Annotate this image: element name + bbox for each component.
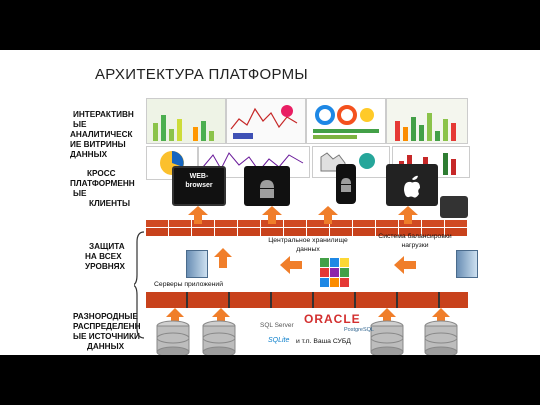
apple-icon	[404, 175, 420, 198]
label-clients: КРОСС ПЛАТФОРМЕНН ЫЕ КЛИЕНТЫ	[70, 169, 135, 209]
arrow-up-icon	[262, 206, 282, 224]
label-line: ДАННЫХ	[87, 342, 125, 351]
web-browser-label: WEB- browser	[180, 172, 218, 190]
label-line: ЗАЩИТА	[89, 242, 125, 251]
arrow-up-icon	[318, 206, 338, 224]
arrow-up-icon	[166, 308, 184, 326]
label-line: ЫЕ	[73, 189, 87, 198]
android-icon	[260, 180, 274, 198]
arrow-up-icon	[432, 308, 450, 326]
dashboard-thumbnail	[146, 98, 226, 144]
arrow-up-icon	[212, 308, 230, 326]
arrow-up-icon	[214, 248, 232, 268]
database-icon	[156, 320, 190, 355]
android-icon	[341, 178, 351, 192]
android-tablet	[244, 166, 290, 206]
dashboard-thumbnail	[226, 98, 306, 144]
arrow-up-icon	[398, 206, 418, 224]
arrow-up-icon	[188, 206, 208, 224]
dashboard-thumbnail	[306, 98, 386, 144]
storage-line: данных	[296, 246, 320, 253]
security-wall-top	[146, 220, 468, 236]
label-line: ИНТЕРАКТИВН	[73, 110, 134, 119]
tablet-device	[440, 196, 468, 218]
web-browser-monitor: WEB- browser	[172, 166, 226, 206]
label-sources: РАЗНОРОДНЫЕ РАСПРЕДЕЛЕНН ЫЕ ИСТОЧНИКИ ДА…	[73, 312, 141, 352]
storage-label: Центральное хранилище данных	[258, 236, 358, 254]
balancer-line: нагрузки	[401, 242, 429, 249]
label-line: ЫЕ ИСТОЧНИКИ	[73, 332, 140, 341]
app-servers-label: Серверы приложений	[154, 281, 224, 288]
oracle-logo: ORACLE	[304, 312, 361, 326]
data-cube-icon	[320, 258, 349, 287]
label-line: АНАЛИТИЧЕСК	[70, 130, 133, 139]
page-title: АРХИТЕКТУРА ПЛАТФОРМЫ	[95, 66, 308, 83]
storage-line: Центральное хранилище	[268, 237, 348, 244]
sqlite-logo: SQLite	[268, 337, 290, 344]
arrow-up-icon	[378, 308, 396, 326]
android-phone	[336, 164, 356, 204]
database-icon	[424, 320, 458, 355]
label-line: КЛИЕНТЫ	[89, 199, 131, 208]
security-wall-bottom	[146, 292, 468, 308]
balancer-server-icon	[456, 250, 478, 278]
macbook-screen	[386, 164, 438, 206]
label-line: ПЛАТФОРМЕНН	[70, 179, 135, 188]
sqlserver-logo: SQL Server	[260, 322, 294, 329]
label-line: НА ВСЕХ	[85, 252, 122, 261]
balancer-line: Система балансировки	[378, 233, 452, 240]
label-line: ИЕ ВИТРИНЫ	[70, 140, 126, 149]
label-line: КРОСС	[87, 169, 116, 178]
app-server-icon	[186, 250, 208, 278]
balancer-label: Система балансировки нагрузки	[370, 232, 460, 250]
label-line: РАСПРЕДЕЛЕНН	[73, 322, 141, 331]
arrow-left-icon	[394, 256, 416, 274]
web-line: WEB-	[189, 173, 209, 180]
your-dbms-label: и т.п. Ваша СУБД	[296, 338, 351, 345]
label-line: ЫЕ	[73, 120, 87, 129]
label-interactive: ИНТЕРАКТИВН ЫЕ АНАЛИТИЧЕСК ИЕ ВИТРИНЫ ДА…	[70, 110, 134, 160]
database-icon	[370, 320, 404, 355]
arrow-left-icon	[280, 256, 302, 274]
label-security: ЗАЩИТА НА ВСЕХ УРОВНЯХ	[85, 242, 125, 272]
brace-icon	[134, 231, 145, 339]
label-line: РАЗНОРОДНЫЕ	[73, 312, 138, 321]
postgresql-logo: PostgreSQL	[344, 327, 374, 333]
label-line: ДАННЫХ	[70, 150, 108, 159]
slide: АРХИТЕКТУРА ПЛАТФОРМЫ ИНТЕРАКТИВН ЫЕ АНА…	[0, 50, 540, 355]
web-line: browser	[185, 182, 213, 189]
database-icon	[202, 320, 236, 355]
label-line: УРОВНЯХ	[85, 262, 125, 271]
dashboard-thumbnail	[386, 98, 468, 144]
